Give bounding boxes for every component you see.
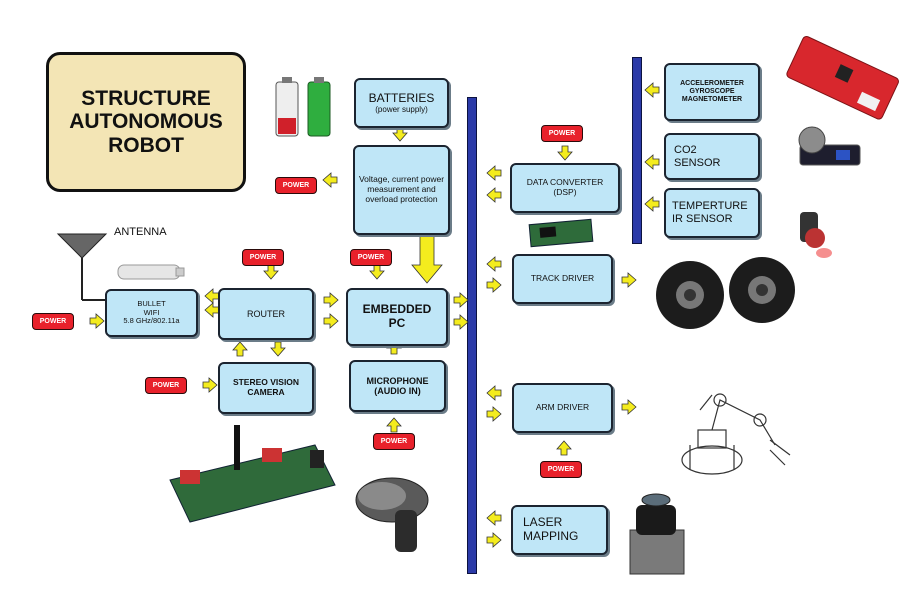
camera-board-icon [170, 425, 335, 522]
co2-line1: CO2 [674, 144, 697, 157]
laser-scanner-icon [630, 494, 684, 574]
ir-sensor-icon [800, 212, 832, 258]
microphone-block: MICROPHONE (AUDIO IN) [349, 360, 446, 412]
microphone-icon [356, 478, 428, 552]
laser-mapping-block: LASER MAPPING [511, 505, 608, 555]
laser-line2: MAPPING [523, 530, 578, 544]
batteries-subtitle: (power supply) [375, 105, 427, 114]
dsp-board-icon [529, 219, 593, 246]
bullet-line3: 5.8 GHz/802.11a [123, 317, 179, 326]
accel-line1: ACCELEROMETER [680, 80, 744, 88]
stereo-line2: CAMERA [247, 388, 284, 398]
power-badge-microphone: POWER [373, 433, 415, 450]
data-converter-line2: (DSP) [553, 188, 576, 198]
track-driver-label: TRACK DRIVER [531, 274, 594, 284]
temp-line2: IR SENSOR [672, 213, 733, 226]
router-label: ROUTER [247, 309, 285, 319]
accelerometer-block: ACCELEROMETER GYROSCOPE MAGNETOMETER [664, 63, 760, 121]
data-converter-block: DATA CONVERTER (DSP) [510, 163, 620, 213]
bullet-wifi-block: BULLET WIFI 5.8 GHz/802.11a [105, 289, 198, 337]
microphone-line1: MICROPHONE [366, 376, 428, 386]
embedded-pc-line1: EMBEDDED [363, 303, 432, 317]
antenna-icon [58, 234, 108, 300]
embedded-pc-block: EMBEDDED PC [346, 288, 448, 346]
laser-line1: LASER [523, 516, 562, 530]
embedded-pc-line2: PC [389, 317, 406, 331]
power-badge-stereo: POWER [145, 377, 187, 394]
track-driver-block: TRACK DRIVER [512, 254, 613, 304]
battery-green-icon [308, 77, 330, 136]
power-badge-bullet: POWER [32, 313, 74, 330]
temp-line1: TEMPERTURE [672, 200, 748, 213]
temperature-sensor-block: TEMPERTURE IR SENSOR [664, 188, 760, 238]
co2-line2: SENSOR [674, 157, 720, 170]
measurement-text: Voltage, current power measurement and o… [357, 175, 446, 204]
power-badge-router: POWER [242, 249, 284, 266]
wheel-left-icon [656, 261, 724, 329]
antenna-label: ANTENNA [114, 226, 167, 238]
microphone-line2: (AUDIO IN) [374, 386, 421, 396]
battery-red-icon [276, 77, 298, 136]
accel-line2: GYROSCOPE [689, 88, 734, 96]
router-block: ROUTER [218, 288, 314, 340]
power-badge-measurement: POWER [275, 177, 317, 194]
accelerometer-board-icon [786, 35, 900, 120]
arm-driver-block: ARM DRIVER [512, 383, 613, 433]
wheel-right-icon [729, 257, 795, 323]
power-badge-dsp: POWER [541, 125, 583, 142]
measurement-block: Voltage, current power measurement and o… [353, 145, 450, 235]
arm-driver-label: ARM DRIVER [536, 403, 589, 413]
power-badge-pc: POWER [350, 249, 392, 266]
robot-arm-icon [682, 394, 790, 474]
batteries-block: BATTERIES (power supply) [354, 78, 449, 128]
bullet-device-icon [118, 265, 184, 279]
batteries-title: BATTERIES [369, 92, 435, 106]
co2-sensor-icon [799, 127, 860, 165]
stereo-camera-block: STEREO VISION CAMERA [218, 362, 314, 414]
accel-line3: MAGNETOMETER [682, 96, 742, 104]
power-badge-arm: POWER [540, 461, 582, 478]
co2-sensor-block: CO2 SENSOR [664, 133, 760, 180]
